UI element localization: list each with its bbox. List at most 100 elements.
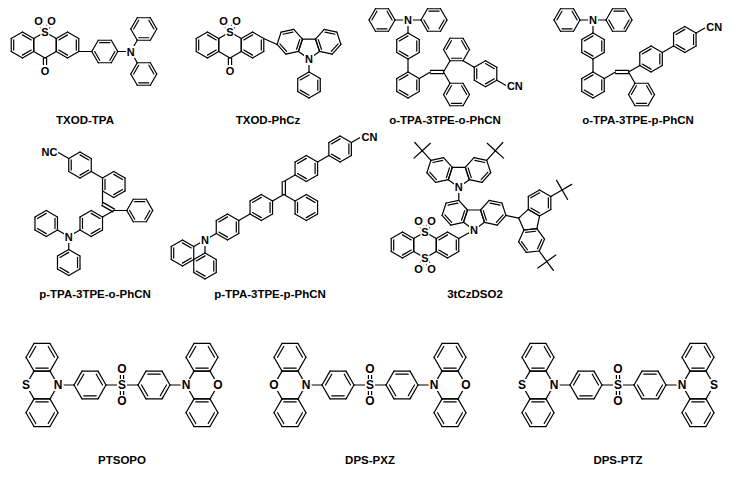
bond-line [445, 215, 452, 223]
bond-line [69, 172, 80, 179]
bond-line [463, 49, 470, 60]
bond-line [546, 343, 554, 357]
atom-label: S [517, 379, 527, 391]
bond-line [673, 33, 674, 46]
bond-line [196, 367, 208, 368]
bond-line [194, 343, 210, 344]
bond-line [450, 38, 463, 39]
bond-line [692, 401, 704, 402]
bond-line [318, 40, 321, 50]
bond-line [692, 367, 704, 368]
bond-line [328, 143, 329, 156]
bond-line [609, 20, 614, 29]
bond-line [495, 151, 503, 158]
bond-line [26, 357, 34, 371]
bond-line [584, 36, 593, 41]
bond-line [283, 32, 293, 34]
atom-label: S [40, 26, 49, 38]
bond-line [474, 67, 475, 80]
bond-line [386, 385, 394, 399]
bond-line [419, 79, 420, 92]
bond-line [706, 413, 714, 427]
bond-line [76, 40, 77, 50]
bond-line [344, 374, 350, 385]
bond-line [298, 413, 306, 427]
bond-line [102, 191, 103, 204]
bond-line [519, 209, 529, 218]
bond-line [171, 240, 182, 247]
bond-line [274, 357, 282, 371]
bond-line [196, 256, 205, 261]
bond-line [562, 28, 572, 29]
bond-line [69, 269, 80, 276]
bond-line [316, 29, 325, 39]
bond-line [624, 20, 629, 29]
bond-line [686, 346, 692, 357]
compound-name: TXOD-TPA [54, 114, 116, 127]
atom-label: O [231, 15, 242, 27]
bond-line [651, 66, 662, 73]
bond-line [306, 175, 317, 182]
bond-line [557, 180, 563, 190]
bond-line [196, 39, 197, 52]
bond-line [33, 39, 34, 52]
bond-line [497, 215, 506, 225]
bond-line [546, 399, 554, 413]
bond-line [570, 371, 578, 385]
bond-line [162, 371, 170, 385]
bond-line [474, 80, 485, 87]
bond-line [402, 250, 411, 255]
bond-line [502, 203, 506, 215]
bond-line [456, 413, 462, 424]
bond-line [194, 398, 210, 399]
bond-line [142, 385, 148, 396]
bond-line [448, 252, 459, 259]
bond-line [526, 346, 532, 357]
bond-line [442, 203, 446, 215]
atom-label: O [612, 363, 623, 375]
bond-line [408, 53, 419, 60]
bond-line [629, 95, 636, 106]
bond-line [340, 156, 351, 163]
bond-line [430, 172, 437, 180]
bond-line [458, 239, 459, 252]
bond-line [219, 52, 230, 59]
bond-line [194, 398, 210, 399]
bond-line [551, 190, 562, 197]
bond-line [34, 52, 45, 59]
bond-line [285, 182, 286, 195]
bond-line [198, 40, 199, 50]
bond-line [294, 201, 295, 214]
bond-line [442, 426, 458, 427]
bond-line [644, 374, 656, 375]
bond-line [78, 374, 84, 385]
bond-line [91, 159, 92, 172]
bond-line [662, 53, 663, 66]
bond-line [399, 90, 408, 95]
atom-label: S [225, 26, 234, 38]
bond-line [102, 178, 103, 191]
bond-line [648, 95, 655, 106]
bond-line [284, 367, 296, 368]
bond-line [263, 39, 264, 52]
bond-line [69, 250, 80, 257]
bond-line [574, 374, 580, 385]
bond-line [261, 195, 272, 202]
bond-line [604, 79, 605, 92]
bond-line [26, 413, 34, 427]
bond-line [574, 20, 581, 31]
bond-line [278, 413, 284, 424]
bond-line [613, 8, 626, 9]
bond-line [48, 346, 54, 357]
bond-line [458, 413, 466, 427]
atom-label: O [40, 65, 51, 77]
bond-line [193, 260, 194, 273]
bond-line [682, 357, 690, 371]
bond-line [244, 35, 253, 40]
bond-line [284, 195, 295, 202]
bond-line [150, 29, 157, 40]
atom-label: N [53, 379, 64, 391]
bond-line [286, 51, 299, 54]
bond-line [462, 86, 467, 95]
